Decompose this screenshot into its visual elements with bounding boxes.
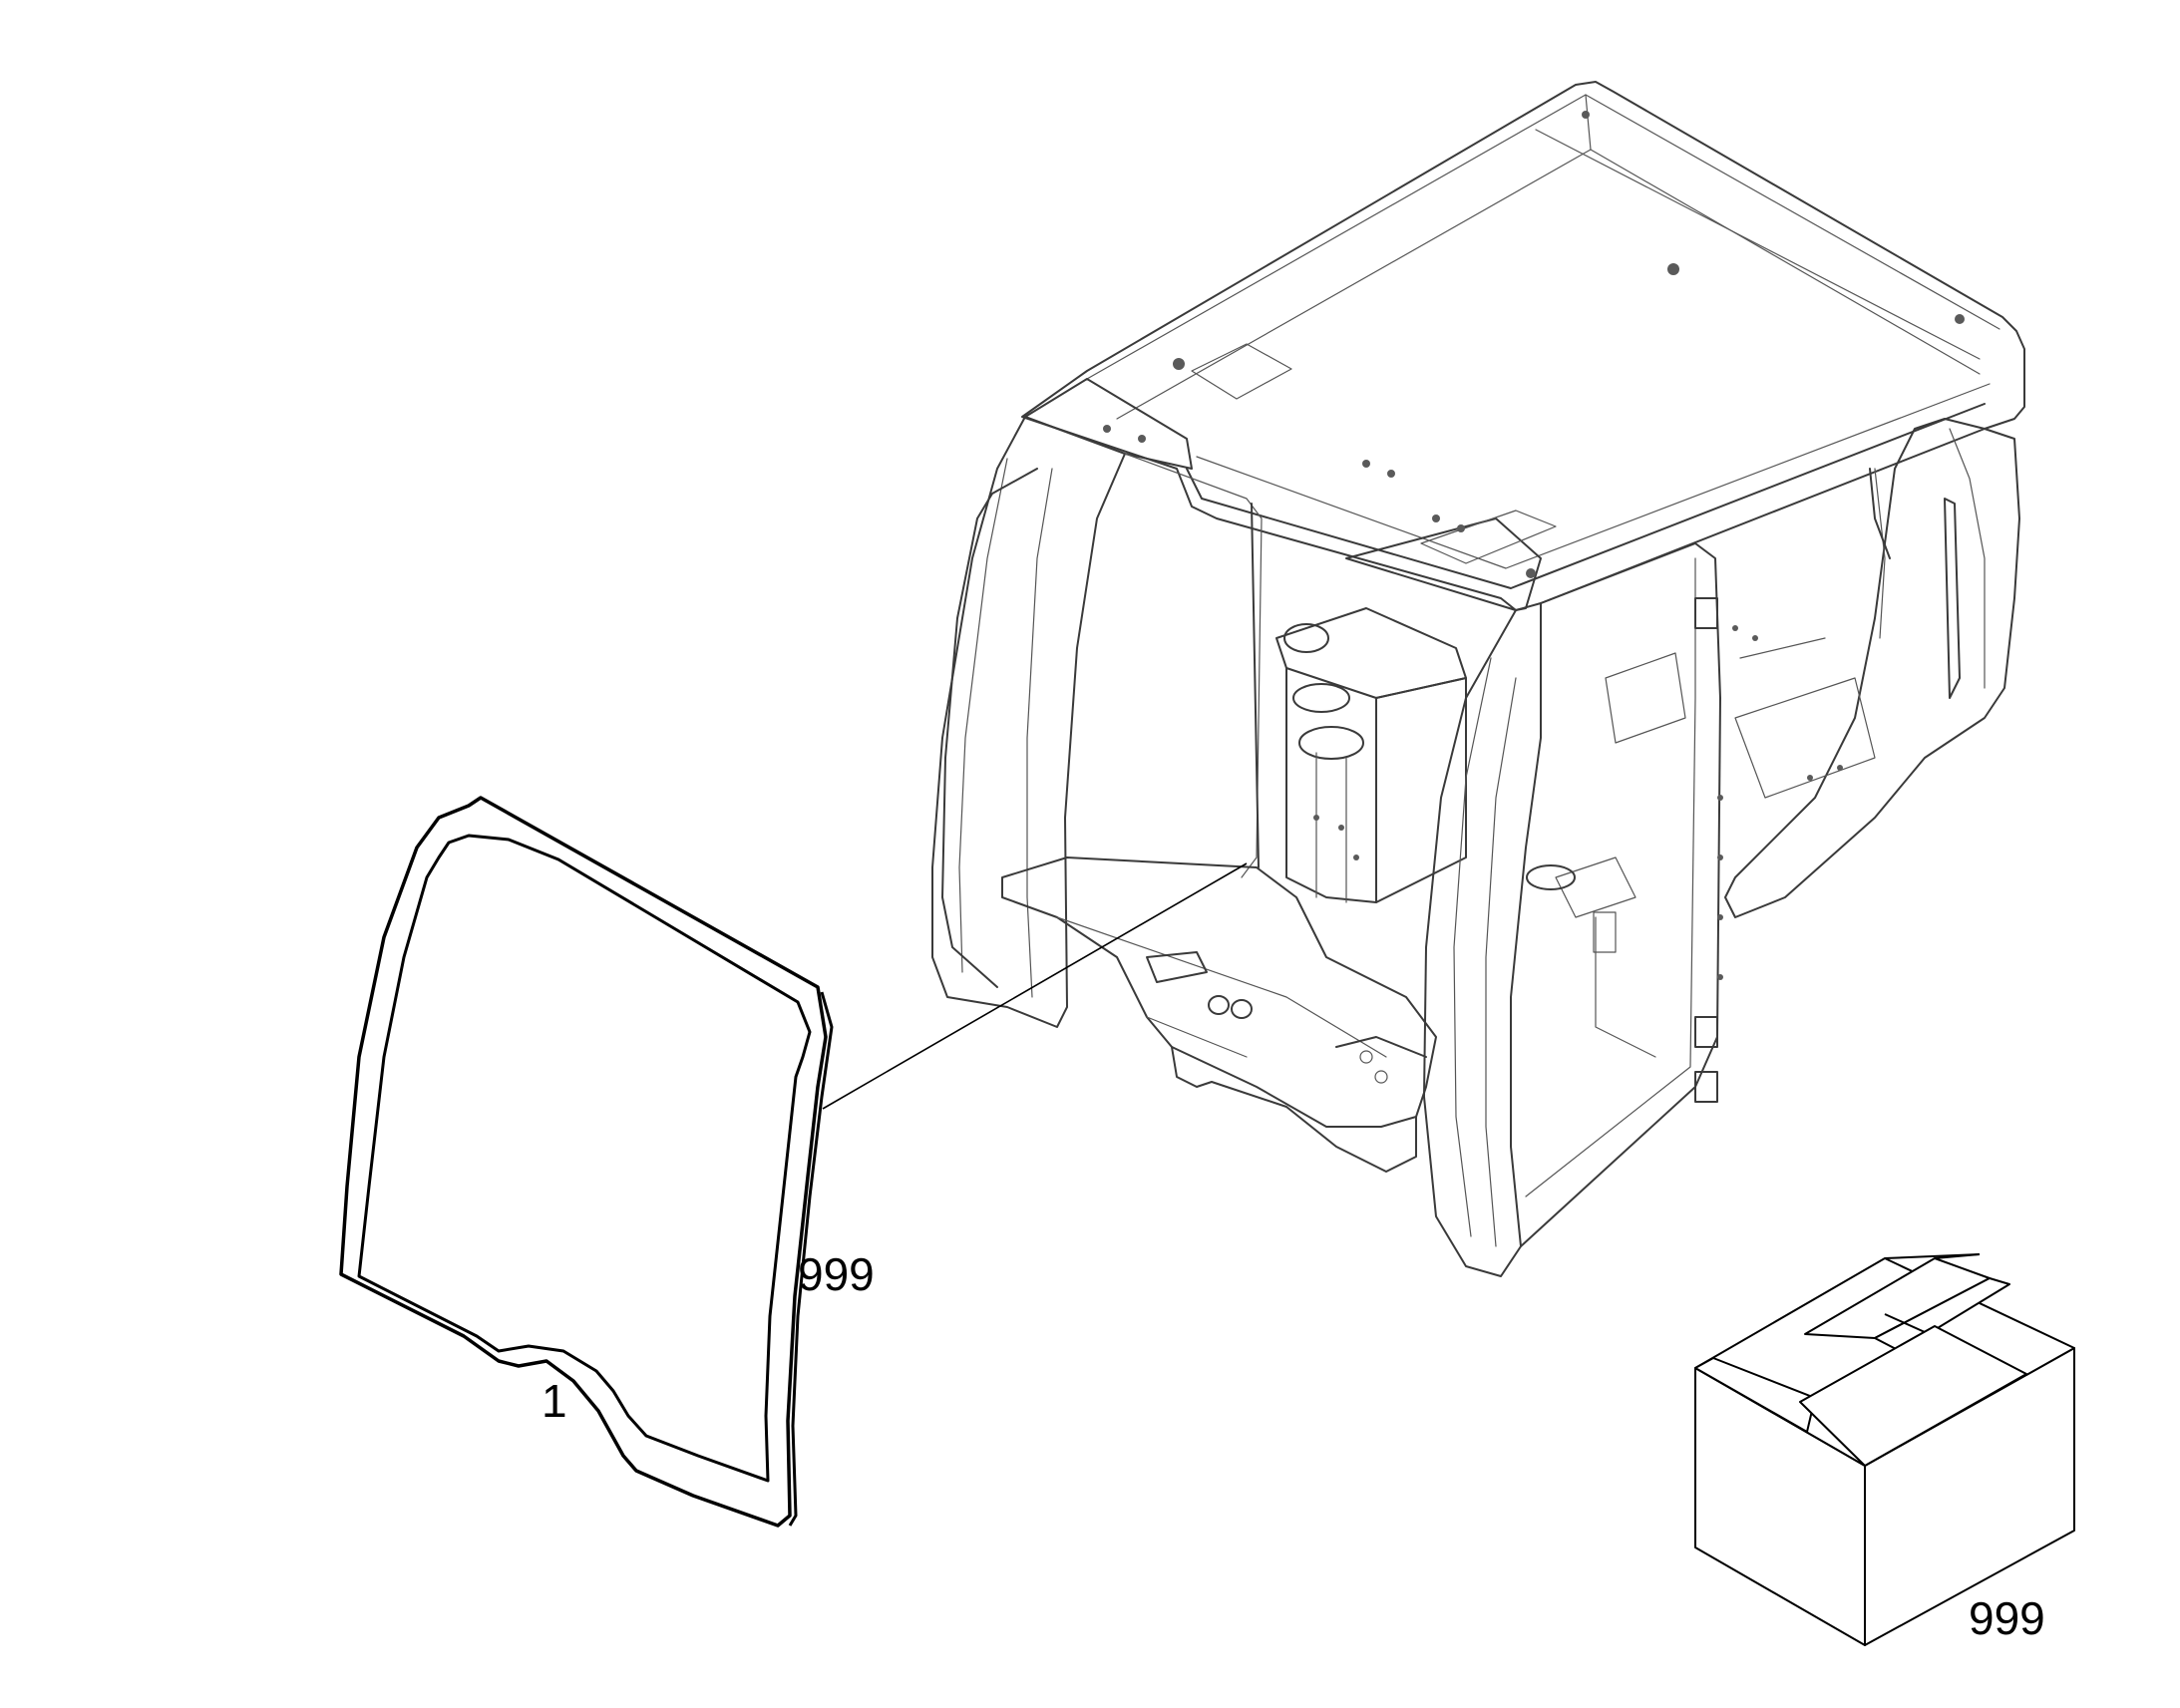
cab-left-pillar [931, 416, 1126, 1028]
cab-frame [931, 81, 2025, 1277]
cab-right-shell [1724, 418, 2020, 918]
callout-box-kit: 999 [1969, 1592, 2045, 1644]
callout-glass-part: 1 [542, 1375, 567, 1427]
roof-plate-right [1345, 517, 1542, 611]
cab-roof [1021, 81, 2025, 611]
callout-glass-kit: 999 [798, 1248, 875, 1300]
roof-plate-left [1024, 378, 1193, 470]
leader-line [822, 862, 1248, 1110]
cab-door-frame [1520, 542, 1721, 1247]
cab-floor [1001, 856, 1437, 1128]
kit-box-icon [1694, 1253, 2075, 1646]
cab-front-pillar [1423, 602, 1542, 1277]
rear-window-glass [339, 796, 834, 1528]
